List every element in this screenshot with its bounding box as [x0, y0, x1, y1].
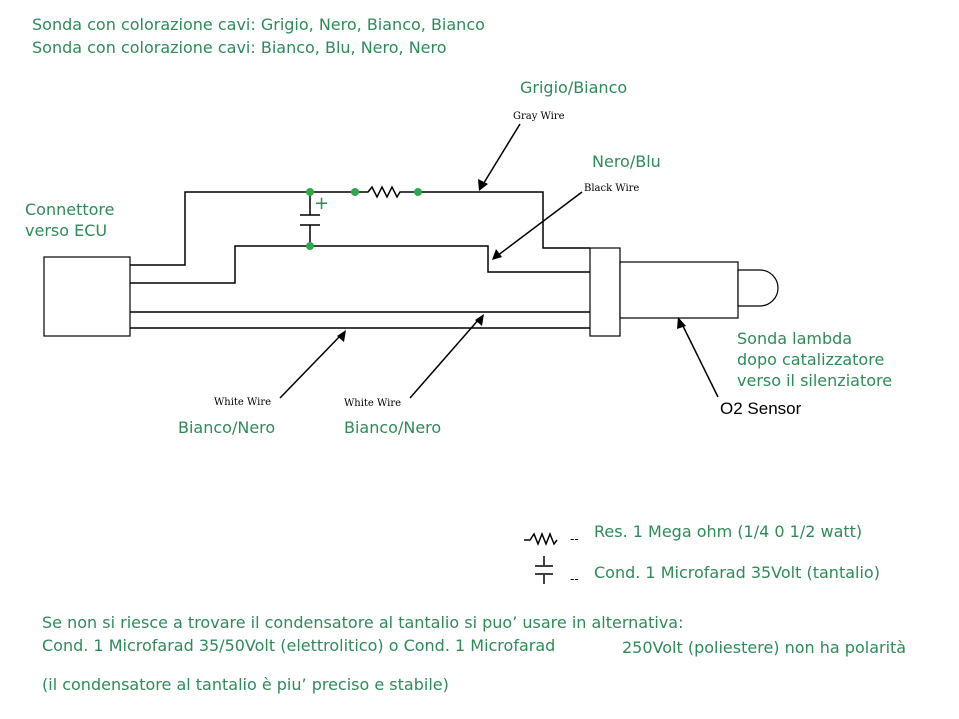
label-sonda-lambda: Sonda lambda [737, 329, 853, 348]
label-white-wire-2: White Wire [344, 398, 402, 409]
header-line-1: Sonda con colorazione cavi: Grigio, Nero… [32, 15, 485, 34]
leader-white-wire-1 [279, 333, 343, 399]
arrow-white-wire-1 [337, 330, 346, 342]
header-line-2: Sonda con colorazione cavi: Bianco, Blu,… [32, 38, 447, 57]
note-line-3: (il condensatore al tantalio è piu’ prec… [42, 675, 449, 694]
label-verso-silenziatore: verso il silenziatore [737, 371, 893, 390]
note-line-2a: Cond. 1 Microfarad 35/50Volt (elettrolit… [42, 636, 556, 655]
label-black-wire: Black Wire [584, 183, 640, 194]
legend-dash-capacitor: -- [570, 572, 579, 586]
label-bianco-nero-2: Bianco/Nero [344, 418, 442, 437]
legend-capacitor-text: Cond. 1 Microfarad 35Volt (tantalio) [594, 563, 880, 582]
ecu-connector [43, 256, 131, 337]
label-dopo-catalizzatore: dopo catalizzatore [737, 350, 885, 369]
node-cap-top [306, 188, 314, 196]
node-res-left [351, 188, 359, 196]
note-line-1: Se non si riesce a trovare il condensato… [42, 613, 684, 632]
wire-gray-right [418, 191, 590, 249]
leader-black-wire [496, 191, 583, 257]
leader-white-wire-2 [409, 317, 481, 399]
label-connettore: Connettore [25, 200, 115, 219]
label-grigio-bianco: Grigio/Bianco [520, 78, 628, 97]
label-white-wire-1: White Wire [214, 397, 272, 408]
leader-gray-wire [481, 123, 521, 187]
arrow-white-wire-2 [475, 314, 484, 326]
note-line-2b: 250Volt (poliestere) non ha polarità [622, 638, 907, 657]
label-bianco-nero-1: Bianco/Nero [178, 418, 276, 437]
node-res-right [414, 188, 422, 196]
arrow-o2-sensor [677, 317, 686, 329]
label-verso-ecu: verso ECU [25, 221, 108, 240]
resistor-symbol [355, 185, 418, 199]
legend-resistor-text: Res. 1 Mega ohm (1/4 0 1/2 watt) [594, 522, 863, 541]
node-cap-bottom [306, 242, 314, 250]
wire-black [130, 245, 590, 284]
legend-dash-resistor: -- [570, 532, 579, 546]
sensor-tip [737, 269, 779, 307]
sensor-body [619, 261, 739, 319]
label-o2-sensor: O2 Sensor [720, 399, 802, 418]
label-gray-wire: Gray Wire [513, 111, 565, 122]
leader-o2-sensor [680, 321, 719, 398]
arrow-black-wire [492, 249, 502, 260]
wire-gray-left [130, 191, 355, 266]
sensor-flange [589, 247, 621, 337]
label-nero-blu: Nero/Blu [592, 152, 661, 171]
arrow-gray-wire [478, 179, 488, 191]
capacitor-plus-sign: + [314, 193, 330, 214]
legend-resistor-symbol [524, 531, 558, 547]
